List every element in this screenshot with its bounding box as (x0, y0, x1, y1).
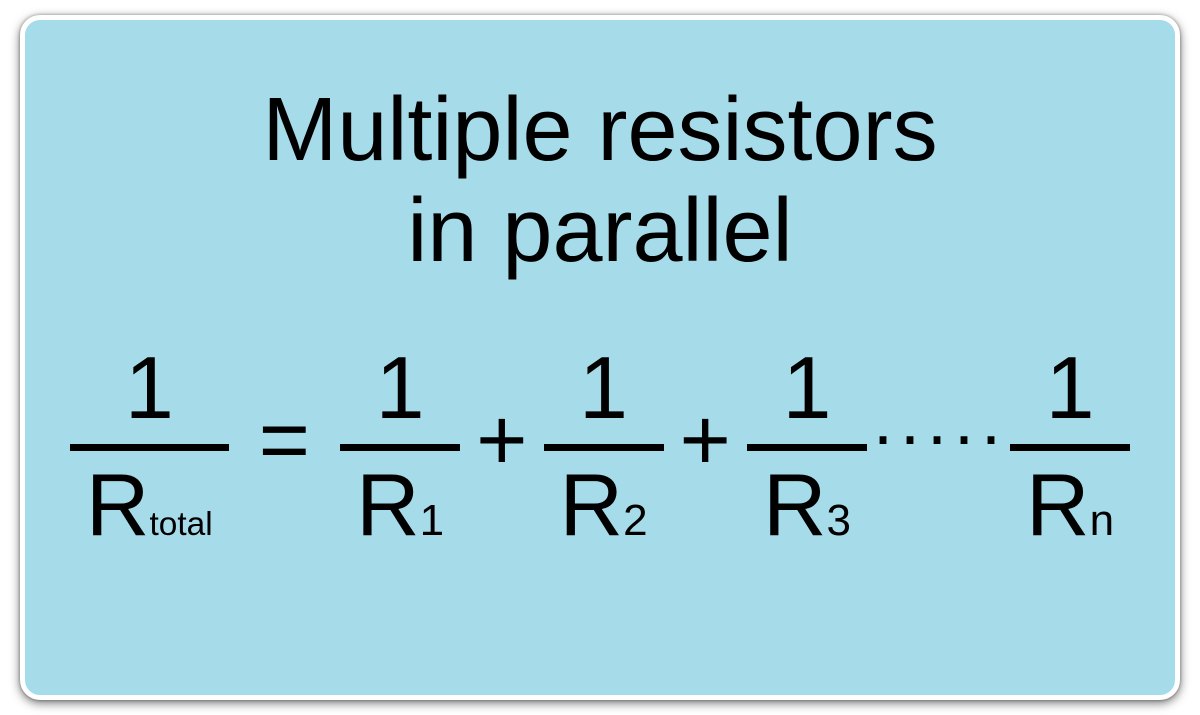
title-line-2: in parallel (407, 180, 793, 281)
fraction-r-total: 1 R total (69, 337, 229, 549)
parallel-resistance-equation: 1 R total = 1 R 1 + 1 R 2 + (69, 337, 1131, 549)
fraction-bar (543, 443, 664, 451)
denominator-base: R (356, 454, 420, 554)
numerator: 1 (579, 337, 628, 437)
denominator: R n (1010, 451, 1130, 549)
numerator: 1 (124, 337, 174, 437)
fraction-bar (340, 443, 461, 451)
denominator: R 1 (340, 451, 460, 549)
denominator-subscript: 3 (826, 495, 851, 545)
card-title: Multiple resistors in parallel (262, 80, 937, 282)
fraction-bar (69, 443, 229, 451)
numerator: 1 (1045, 337, 1095, 437)
denominator-base: R (762, 454, 827, 554)
fraction-rn: 1 R n (1010, 337, 1131, 549)
denominator: R total (70, 451, 229, 549)
denominator-subscript: n (1089, 495, 1115, 545)
formula-card: Multiple resistors in parallel 1 R total… (20, 15, 1180, 700)
fraction-bar (746, 443, 867, 451)
plus-sign: + (679, 390, 731, 490)
numerator: 1 (782, 337, 832, 437)
fraction-r1: 1 R 1 (340, 337, 461, 549)
denominator: R 3 (747, 451, 867, 549)
denominator-subscript: total (149, 505, 213, 543)
denominator-base: R (559, 454, 624, 554)
denominator-subscript: 2 (623, 495, 648, 545)
equals-sign: = (258, 390, 311, 490)
fraction-r3: 1 R 3 (746, 337, 867, 549)
denominator-base: R (85, 454, 150, 554)
fraction-r2: 1 R 2 (543, 337, 664, 549)
fraction-bar (1010, 443, 1131, 451)
ellipsis-dots: ..... (872, 380, 1009, 461)
title-line-1: Multiple resistors (262, 80, 938, 180)
denominator-subscript: 1 (419, 495, 445, 545)
denominator-base: R (1026, 454, 1090, 554)
denominator: R 2 (544, 451, 664, 549)
numerator: 1 (375, 337, 425, 437)
plus-sign: + (476, 390, 528, 490)
